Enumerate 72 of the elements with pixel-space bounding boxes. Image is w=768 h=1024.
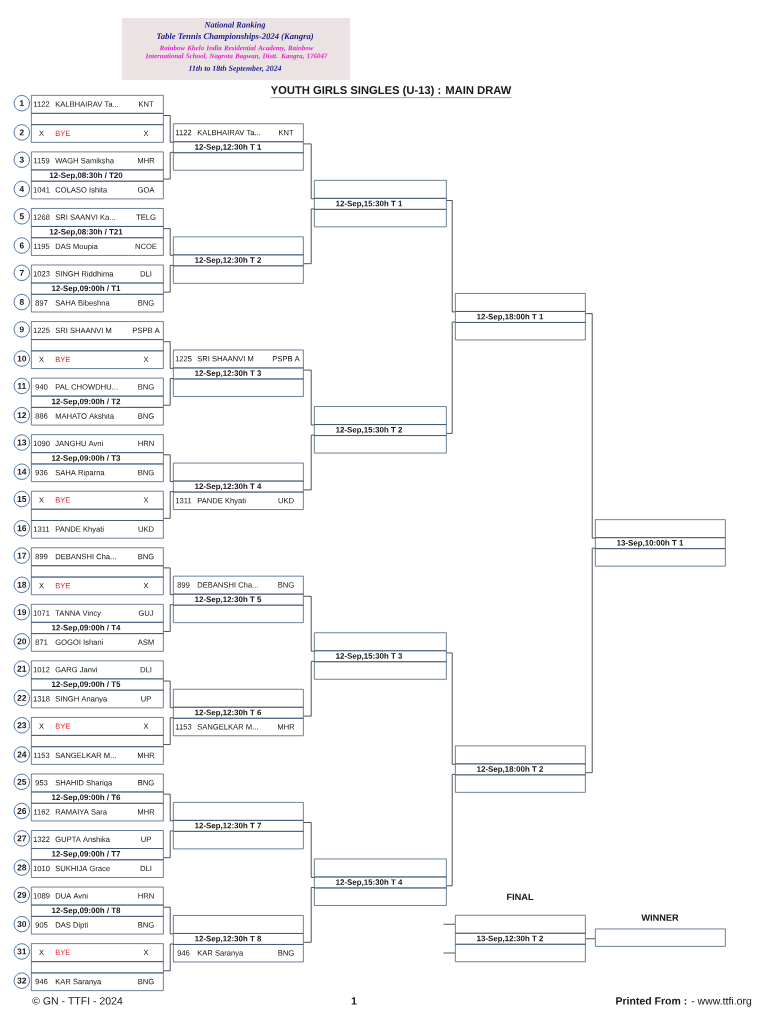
round-heading: WINNER xyxy=(641,914,679,921)
bracket-line xyxy=(303,822,315,878)
bracket-line xyxy=(163,830,174,859)
blank-row xyxy=(173,378,304,397)
blank-row xyxy=(31,508,164,521)
blank-row xyxy=(173,604,304,623)
blank-row xyxy=(595,548,726,567)
bracket-line xyxy=(446,321,456,434)
blank-row xyxy=(314,406,447,425)
blank-row xyxy=(173,265,304,284)
bracket-line xyxy=(446,200,456,313)
bracket-line xyxy=(163,378,174,406)
footer-text: Printed From : - www.ttfi.org xyxy=(616,996,752,1007)
blank-row xyxy=(455,943,586,963)
bracket-line xyxy=(446,774,456,887)
bracket-line xyxy=(163,491,174,519)
blank-row xyxy=(455,322,586,341)
bracket-line xyxy=(163,567,174,595)
bracket-line xyxy=(303,208,315,265)
bracket-line xyxy=(163,793,174,822)
bracket-line xyxy=(163,151,174,180)
blank-row xyxy=(173,152,304,171)
header-text: Table Tennis Championships-2024 (Kangra) xyxy=(157,33,314,41)
blank-row xyxy=(455,745,586,765)
bracket-line xyxy=(443,952,456,954)
bracket-line xyxy=(303,595,315,652)
header-text: National Ranking xyxy=(204,21,266,30)
bracket-line xyxy=(163,454,174,482)
title: YOUTH GIRLS SINGLES (U-13) : MAIN DRAW xyxy=(270,85,512,98)
blank-row xyxy=(314,209,447,228)
blank-row xyxy=(31,565,164,578)
bracket-line xyxy=(585,313,596,539)
blank-row xyxy=(314,661,447,680)
bracket-line xyxy=(443,923,456,925)
bracket-line xyxy=(585,547,596,774)
blank-row xyxy=(455,774,586,793)
blank-row xyxy=(31,339,164,352)
bracket-line xyxy=(163,604,174,632)
blank-row xyxy=(314,858,447,878)
bracket-line xyxy=(163,680,174,709)
bracket-line xyxy=(303,887,315,943)
blank-row xyxy=(314,180,447,199)
round-heading: FINAL xyxy=(507,893,534,901)
page-number: 1 xyxy=(351,997,357,1005)
blank-row xyxy=(314,435,447,454)
bracket-line xyxy=(585,938,596,940)
bracket-line xyxy=(303,143,315,200)
blank-row xyxy=(31,113,164,125)
bracket-line xyxy=(446,652,456,765)
bracket-line xyxy=(163,717,174,745)
bracket-line xyxy=(163,341,174,369)
blank-row xyxy=(31,961,164,974)
blank-row xyxy=(314,632,447,652)
blank-row xyxy=(173,915,304,934)
bracket-line xyxy=(163,943,174,972)
blank-row xyxy=(173,831,304,850)
bracket-line xyxy=(163,906,174,935)
bracket-line xyxy=(303,369,315,426)
blank-row xyxy=(173,688,304,708)
bracket-line xyxy=(163,228,174,256)
footer-text: © GN - TTFI - 2024 xyxy=(32,997,123,1005)
bracket-line xyxy=(303,434,315,491)
blank-row xyxy=(455,293,586,312)
bracket-line xyxy=(303,660,315,717)
blank-row xyxy=(173,236,304,256)
bracket-line xyxy=(163,115,174,143)
blank-row xyxy=(314,887,447,906)
bracket-line xyxy=(163,265,174,293)
blank-row xyxy=(595,519,726,538)
blank-row xyxy=(173,802,304,821)
blank-row xyxy=(31,735,164,748)
blank-row xyxy=(173,462,304,482)
